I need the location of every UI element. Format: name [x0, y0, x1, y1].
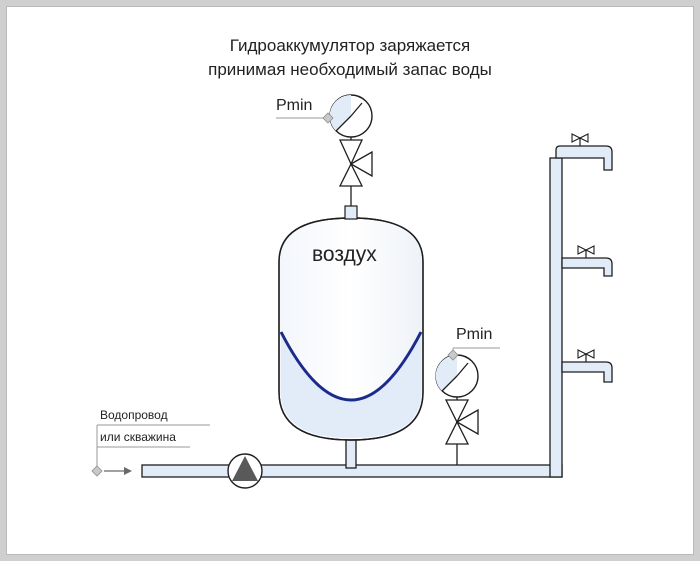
pressure-tank [278, 205, 424, 469]
pmin-bottom-label: Pmin [456, 326, 493, 343]
pmin-bottom-marker [447, 349, 459, 361]
pump-icon [227, 453, 263, 489]
source-label-line-2: или скважина [100, 430, 176, 444]
pmin-top-label: Pmin [276, 97, 313, 114]
air-label: воздух [312, 243, 377, 266]
valve-icon [444, 399, 479, 445]
riser-pipe [549, 157, 563, 478]
title-line-1: Гидроаккумулятор заряжается [229, 36, 471, 55]
valve-icon [338, 139, 373, 187]
faucet-icon [561, 349, 613, 383]
pmin-top-marker [322, 112, 334, 124]
pressure-gauge-icon [435, 354, 479, 398]
source-label-line-1: Водопровод [100, 408, 168, 422]
faucet-icon [561, 245, 613, 277]
pressure-gauge-icon [329, 94, 373, 138]
title-line-2: принимая необходимый запас воды [208, 60, 492, 79]
membrane [279, 331, 423, 402]
arrow-right-icon [104, 467, 132, 475]
faucet-icon [555, 133, 613, 171]
